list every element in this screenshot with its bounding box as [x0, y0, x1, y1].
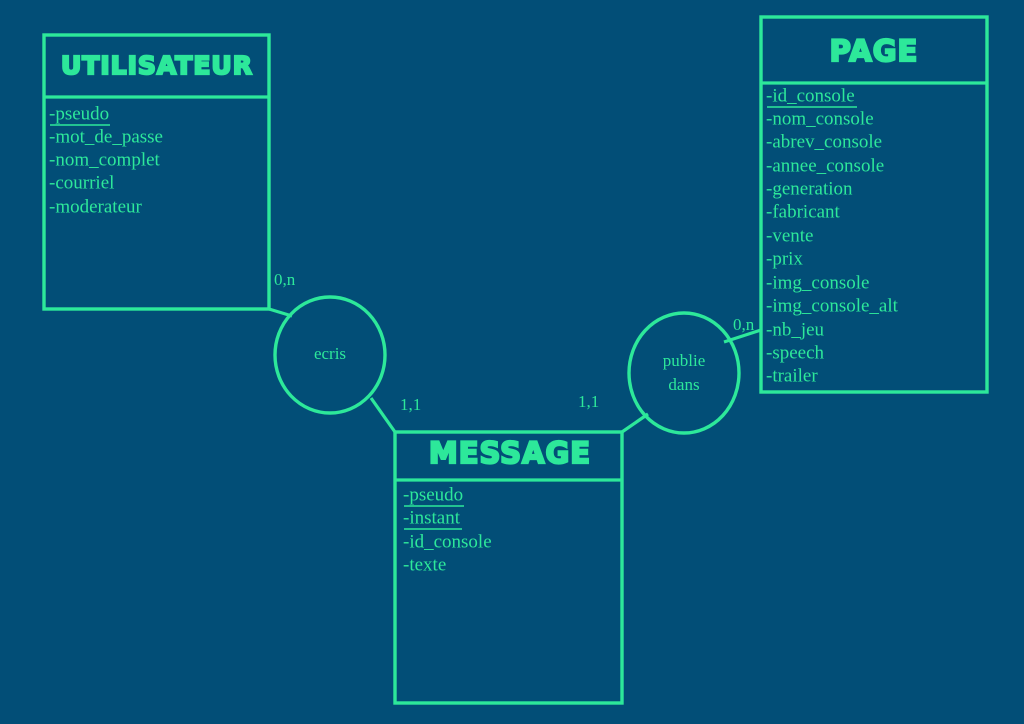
link-message-publie [621, 412, 649, 434]
attribute-page-5: -fabricant [766, 201, 841, 222]
attribute-message-0: -pseudo [403, 484, 463, 505]
entity-title-utilisateur: UTILISATEUR [61, 51, 253, 80]
relationship-ellipse-publie-dans [627, 311, 741, 435]
attribute-utilisateur-3: -courriel [49, 172, 114, 193]
cardinality-labels: 0,n 1,1 1,1 0,n [274, 270, 755, 414]
relationship-label-publie: publie [663, 351, 706, 370]
attribute-page-0: -id_console [766, 85, 855, 106]
attribute-page-8: -img_console [766, 272, 869, 293]
entity-title-page: PAGE [830, 34, 919, 68]
attribute-page-1: -nom_console [766, 108, 874, 129]
relationship-ellipse-ecris [273, 295, 387, 415]
attribute-message-3: -texte [403, 554, 446, 575]
entity-box-utilisateur [42, 33, 271, 311]
attribute-page-9: -img_console_alt [766, 295, 899, 316]
attribute-utilisateur-4: -moderateur [49, 196, 143, 217]
attribute-page-12: -trailer [766, 365, 818, 386]
cardinality-utilisateur-ecris: 0,n [274, 270, 296, 289]
link-ecris-message [369, 397, 397, 433]
attribute-page-4: -generation [766, 178, 853, 199]
entity-message[interactable]: MESSAGE -pseudo -instant -id_console -te… [393, 430, 624, 705]
attribute-page-10: -nb_jeu [766, 319, 825, 340]
entity-box-page [759, 15, 989, 394]
attribute-page-11: -speech [766, 342, 825, 363]
attribute-message-2: -id_console [403, 531, 492, 552]
attribute-page-7: -prix [766, 248, 803, 269]
attribute-message-1: -instant [403, 507, 461, 528]
relationship-label-ecris: ecris [314, 344, 346, 363]
attribute-page-2: -abrev_console [766, 131, 882, 152]
attribute-utilisateur-0: -pseudo [49, 103, 109, 124]
attribute-utilisateur-1: -mot_de_passe [49, 126, 163, 147]
entity-box-message [393, 430, 624, 705]
connection-lines [268, 307, 762, 434]
relationship-ecris[interactable]: ecris [273, 295, 387, 415]
attribute-utilisateur-2: -nom_complet [49, 149, 161, 170]
relationship-publie-dans[interactable]: publie dans [627, 311, 741, 435]
entity-title-message: MESSAGE [429, 436, 591, 470]
relationship-label-dans: dans [668, 375, 699, 394]
entity-page[interactable]: PAGE -id_console -nom_console -abrev_con… [759, 15, 989, 394]
cardinality-publie-page: 0,n [733, 315, 755, 334]
attribute-page-3: -annee_console [766, 155, 884, 176]
entity-utilisateur[interactable]: UTILISATEUR -pseudo -mot_de_passe -nom_c… [42, 33, 271, 311]
attribute-page-6: -vente [766, 225, 813, 246]
cardinality-ecris-message: 1,1 [400, 395, 421, 414]
cardinality-message-publie: 1,1 [578, 392, 599, 411]
